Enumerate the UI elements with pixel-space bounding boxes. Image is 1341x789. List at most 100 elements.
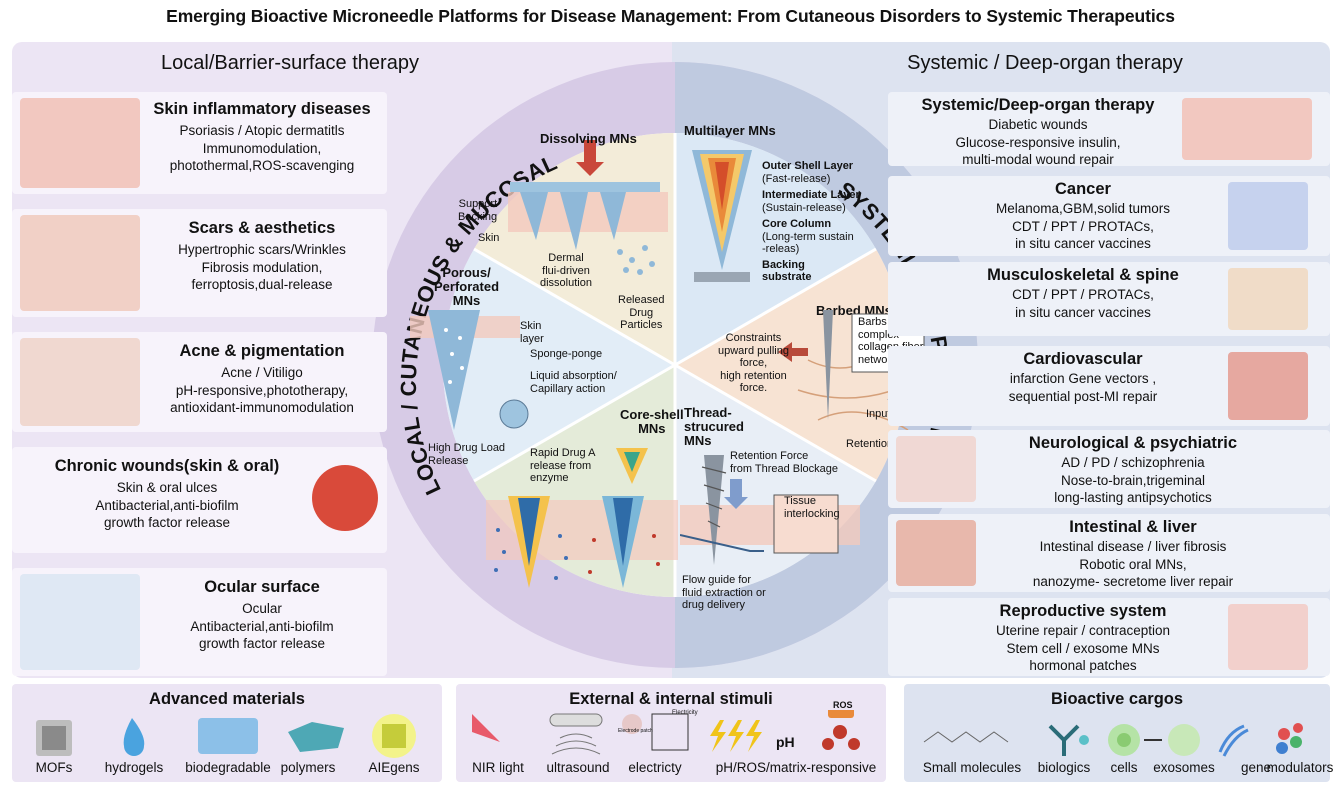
barbed-input: Input	[866, 408, 891, 420]
left-card-line: pH-responsive,phototherapy,	[175, 382, 349, 398]
left-card-line: Immunomodulation,	[202, 140, 322, 156]
dissolving-skin: Skin	[478, 232, 500, 244]
porous-sponge: Sponge-ponge	[530, 348, 603, 360]
stimuli-panel: External & internal stimuli pH ROS Elect…	[456, 684, 886, 782]
left-card-line: Fibrosis modulation,	[201, 259, 323, 275]
cargo-label: biologics	[1037, 760, 1091, 775]
left-card-line: ferroptosis,dual-release	[191, 277, 333, 292]
right-card-title: Cardiovascular	[1023, 350, 1143, 368]
left-card-line: photothermal,ROS-scavenging	[169, 158, 355, 173]
left-card-title: Chronic wounds(skin & oral)	[54, 457, 280, 475]
right-card-line: sequential post-MI repair	[1008, 388, 1158, 404]
electricity-small-label: Electricity	[672, 710, 698, 716]
left-card-title: Acne & pigmentation	[179, 342, 345, 360]
right-card-title: Musculoskeletal & spine	[987, 266, 1179, 284]
right-card-line: Stem cell / exosome MNs	[1006, 640, 1160, 656]
mouth-illustration	[312, 465, 378, 531]
left-card-illustration	[20, 98, 140, 188]
right-card-title: Systemic/Deep-organ therapy	[921, 96, 1155, 114]
stimulus-label: pH/ROS/matrix-responsive	[715, 760, 877, 775]
right-card-illustration	[1228, 268, 1308, 330]
right-card-line: multi-modal wound repair	[962, 152, 1114, 167]
left-card: Chronic wounds(skin & oral) Skin & oral u…	[12, 447, 387, 553]
right-card-title: Intestinal & liver	[1069, 518, 1197, 536]
stimulus-label: NIR light	[472, 760, 524, 775]
stimuli-title: External & internal stimuli	[569, 690, 773, 708]
right-card-title: Reproductive system	[999, 602, 1167, 620]
ros-label: ROS	[833, 700, 853, 710]
left-header: Local/Barrier-surface therapy	[161, 52, 419, 74]
left-card-line: Antibacterial,anti-biofilm	[95, 497, 239, 513]
barbed-retention: Retention	[846, 438, 894, 450]
left-card-line: Hypertrophic scars/Wrinkles	[178, 242, 346, 257]
advanced-materials-panel: Advanced materials	[12, 684, 442, 782]
left-card-illustration	[20, 215, 140, 311]
right-header: Systemic / Deep-organ therapy	[907, 52, 1183, 74]
left-card-line: Ocular	[242, 601, 282, 616]
material-label: polymers	[280, 760, 336, 775]
left-card-illustration	[20, 574, 140, 670]
right-card-illustration	[896, 436, 976, 502]
left-card-line: Antibacterial,anti-biofilm	[190, 618, 334, 634]
multilayer-title: Multilayer MNs	[684, 123, 776, 138]
right-card-line: nanozyme- secretome liver repair	[1032, 574, 1234, 589]
advanced-materials-title: Advanced materials	[149, 690, 305, 708]
left-card-title: Scars & aesthetics	[188, 219, 336, 237]
bioactive-cargos-panel: Bioactive cargos	[904, 684, 1330, 782]
left-card-title: Ocular surface	[204, 578, 320, 596]
material-label: hydrogels	[104, 760, 164, 775]
right-card-line: CDT / PPT / PROTACs,	[1012, 218, 1154, 234]
right-card-illustration	[1182, 98, 1312, 160]
left-card-line: growth factor release	[198, 636, 326, 651]
stimuli-icons	[472, 710, 860, 755]
right-card-line: in situ cancer vaccines	[1015, 236, 1151, 251]
porous-mn-illustration	[410, 310, 529, 430]
left-card-illustration	[20, 338, 140, 426]
right-card-line: Intestinal disease / liver fibrosis	[1039, 539, 1227, 554]
right-card-line: Glucose-responsive insulin,	[955, 134, 1121, 150]
cargo-label: modulators	[1266, 760, 1334, 775]
left-card-line: Psoriasis / Atopic dermatitls	[179, 123, 345, 138]
cargo-label: Small molecules	[922, 760, 1022, 775]
right-card-line: Diabetic wounds	[988, 117, 1088, 132]
left-card-line: Skin & oral ulces	[116, 480, 218, 495]
multilayer-labels: Outer Shell Layer(Fast-release) Intermed…	[762, 160, 860, 283]
stimulus-label: ultrasound	[546, 760, 610, 775]
left-card-line: growth factor release	[103, 515, 231, 530]
materials-icons	[36, 714, 416, 758]
coreshell-mn-illustration	[486, 448, 678, 588]
stimulus-label: electricty	[628, 760, 682, 775]
right-card-line: AD / PD / schizophrenia	[1061, 455, 1205, 470]
left-card-line: antioxidant-immunomodulation	[170, 400, 354, 415]
right-card-line: Nose-to-brain,trigeminal	[1060, 472, 1206, 488]
material-label: MOFs	[35, 760, 73, 775]
right-card-illustration	[896, 520, 976, 586]
right-card-line: CDT / PPT / PROTACs,	[1012, 287, 1154, 302]
multilayer-mn-illustration	[692, 150, 752, 282]
right-card-line: in situ cancer vaccines	[1015, 304, 1151, 320]
electrode-label: Electrode patch	[618, 728, 653, 734]
right-card-title: Cancer	[1055, 180, 1111, 198]
cargo-label: exosomes	[1153, 760, 1215, 775]
left-card-line: Acne / Vitiligo	[221, 365, 303, 380]
right-card-line: Uterine repair / contraception	[995, 623, 1171, 638]
